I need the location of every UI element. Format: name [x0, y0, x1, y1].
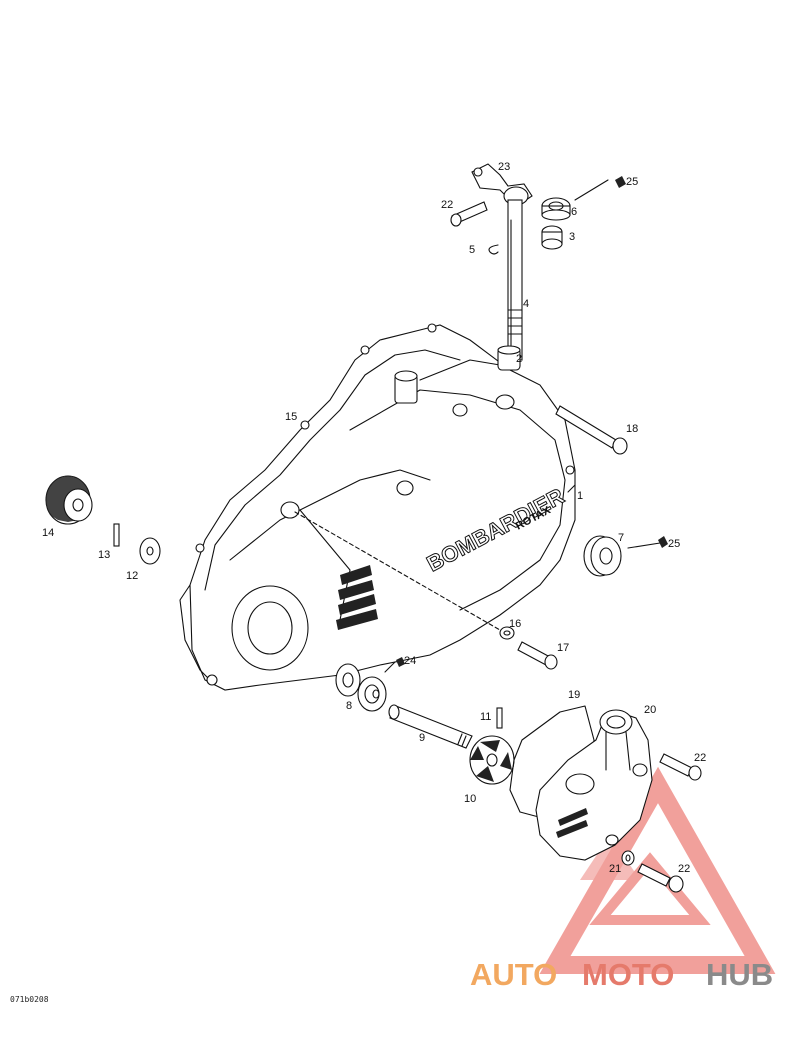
- watermark-logo: AUTO MOTO HUB: [470, 957, 773, 992]
- callout-14: 14: [42, 527, 54, 539]
- pump-bolts-22: [637, 753, 702, 893]
- reference-code: 071b0208: [10, 995, 49, 1004]
- callout-3: 3: [569, 231, 575, 243]
- callout-9: 9: [419, 732, 425, 744]
- seal-and-bearing-top: [541, 197, 571, 250]
- callout-1: 1: [577, 490, 583, 502]
- callout-labels: 1 2 3 4 5 6 7 8 9 10 11 12 13 14 15 16 1…: [42, 161, 706, 875]
- watermark-part-auto: AUTO: [470, 957, 557, 992]
- gear-14: [45, 475, 93, 525]
- watermark-part-hub: HUB: [706, 957, 773, 992]
- shaft-seals-8: [335, 663, 387, 712]
- pump-shaft-9: [388, 704, 473, 749]
- bolt-top: [450, 201, 488, 227]
- callout-8: 8: [346, 700, 352, 712]
- engine-cover: BOMBARDIER ROTAX: [179, 323, 576, 691]
- washer-and-bolt-17: [499, 626, 558, 670]
- shift-shaft-assembly: [471, 163, 533, 371]
- plug-7: [658, 536, 668, 548]
- callout-21: 21: [609, 863, 621, 875]
- callout-19: 19: [568, 689, 580, 701]
- plug-top: [615, 176, 626, 188]
- callout-25-right: 25: [668, 538, 680, 550]
- callout-17: 17: [557, 642, 569, 654]
- seal-7: [583, 535, 622, 577]
- pin-13: [113, 523, 120, 547]
- callout-10: 10: [464, 793, 476, 805]
- callout-5: 5: [469, 244, 475, 256]
- callout-22-right: 22: [694, 752, 706, 764]
- callout-15: 15: [285, 411, 297, 423]
- callout-18: 18: [626, 423, 638, 435]
- impeller-10: [469, 735, 515, 785]
- circlip: [488, 244, 499, 255]
- callout-25-top: 25: [626, 176, 638, 188]
- callout-4: 4: [523, 298, 529, 310]
- callout-22-top: 22: [441, 199, 453, 211]
- callout-23: 23: [498, 161, 510, 173]
- watermark-part-moto: MOTO: [582, 957, 674, 992]
- pin-24: [396, 657, 405, 667]
- callout-13: 13: [98, 549, 110, 561]
- callout-22-bottom: 22: [678, 863, 690, 875]
- washer-12: [139, 537, 161, 565]
- callout-20: 20: [644, 704, 656, 716]
- bolt-18: [555, 405, 628, 455]
- pump-cover-20: [535, 709, 653, 861]
- washer-21: [621, 850, 635, 866]
- callout-16: 16: [509, 618, 521, 630]
- callout-6: 6: [571, 206, 577, 218]
- callout-24: 24: [404, 655, 416, 667]
- callout-12: 12: [126, 570, 138, 582]
- callout-11: 11: [480, 711, 491, 723]
- callout-7: 7: [618, 532, 624, 544]
- callout-2: 2: [516, 353, 522, 365]
- pin-11: [496, 707, 503, 729]
